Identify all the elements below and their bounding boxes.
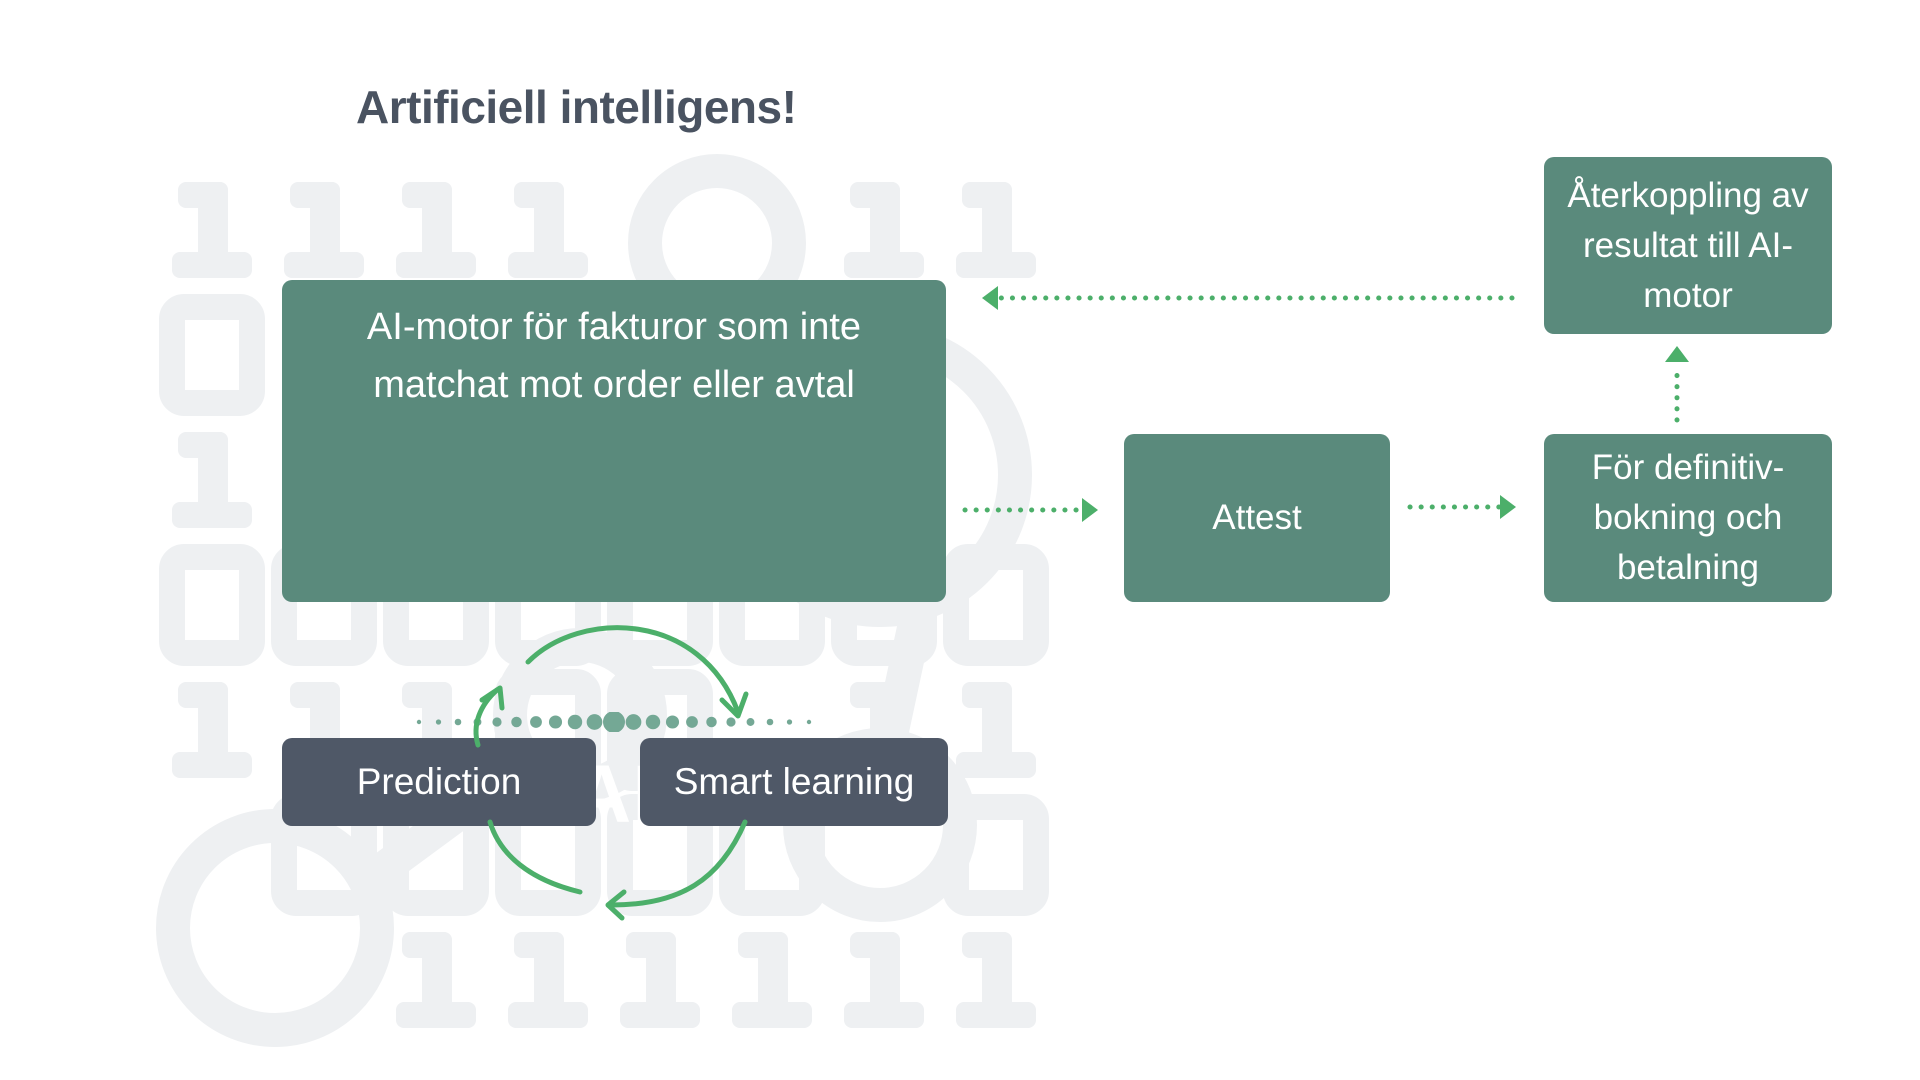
divider-dot [665,715,680,729]
divider-dot [625,714,642,730]
ai-engine-box: AI-motor för fakturor som inte matchat m… [282,280,946,840]
binary-one-glyph [172,682,252,778]
divider-dot [511,716,522,728]
divider-dot [586,714,603,730]
binary-one-glyph [508,182,588,278]
smart-learning-label: Smart learning [673,761,915,802]
magnifier-handle-2 [873,596,937,744]
smart-learning-box: Smart learning [640,738,948,826]
divider-dot [530,716,542,728]
divider-dot [726,717,736,727]
divider-dot [416,719,422,725]
binary-one-glyph [172,182,252,278]
attest-box: Attest [1124,434,1390,602]
prediction-box: Prediction [282,738,596,826]
binary-one-glyph [956,932,1036,1028]
divider-dot [806,719,812,725]
binary-zero-glyph [159,544,265,666]
magnifier-ring-large [156,809,394,1047]
divider-dot [435,719,442,725]
divider-dot [686,716,698,728]
divider-dot [645,714,661,730]
binary-one-glyph [284,182,364,278]
divider-dot [473,718,482,726]
diagram-title: Artificiell intelligens! [356,81,797,133]
binary-one-glyph [844,182,924,278]
binary-one-glyph [844,932,924,1028]
binary-zero-glyph [159,294,265,416]
divider-dot [786,719,793,725]
divider-dot [454,718,462,726]
attest-label: Attest [1212,498,1302,537]
binary-one-glyph [956,682,1036,778]
binary-one-glyph [956,182,1036,278]
divider-dot [603,712,625,732]
divider-dot [706,716,717,728]
dotted-divider [416,712,812,732]
prediction-label: Prediction [356,761,522,802]
definitive-booking-box: För definitiv-bokning och betalning [1544,434,1832,602]
feedback-label: Återkoppling av resultat till AI-motor [1567,175,1809,315]
divider-dot [766,718,774,726]
definitive-booking-label: För definitiv-bokning och betalning [1591,448,1785,587]
binary-one-glyph [396,182,476,278]
feedback-box: Återkoppling av resultat till AI-motor [1544,157,1832,334]
binary-one-glyph [620,932,700,1028]
divider-dot [492,717,502,727]
binary-one-glyph [732,932,812,1028]
binary-one-glyph [396,932,476,1028]
binary-one-glyph [172,432,252,528]
divider-dot [567,714,583,730]
divider-dot [746,718,755,726]
ai-engine-description: AI-motor för fakturor som inte matchat m… [366,306,862,406]
binary-one-glyph [508,932,588,1028]
divider-dot [548,715,563,729]
